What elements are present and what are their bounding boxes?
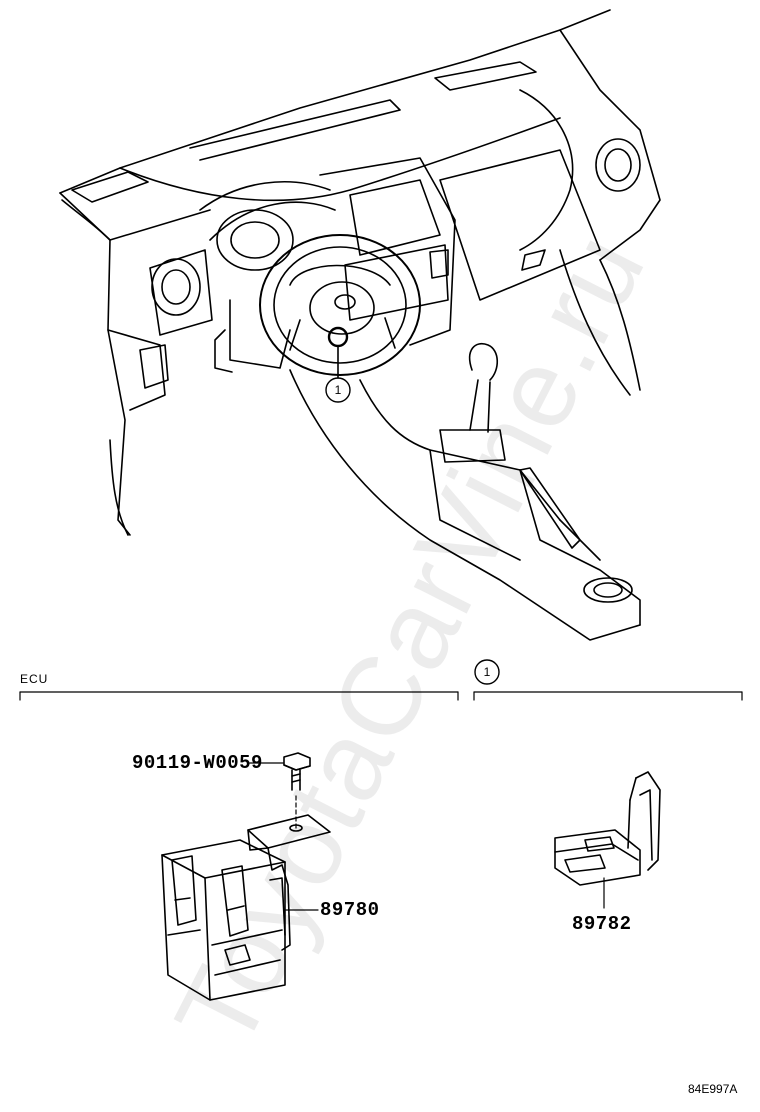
dashboard-illustration [59,9,661,641]
part-number-bolt[interactable]: 90119-W0059 [132,752,263,774]
part-number-sensor[interactable]: 89782 [572,913,632,935]
section-bracket-1 [473,659,743,701]
sensor-bracket-illustration [554,771,661,909]
part-number-ecu[interactable]: 89780 [320,899,380,921]
section-label-1: 1 [483,665,491,679]
ecu-module-illustration [161,814,331,1001]
section-bracket-ecu [19,691,459,701]
section-label-ecu: ECU [20,672,49,686]
diagram-reference-code: 84E997A [688,1082,738,1096]
callout-number-1: 1 [334,383,342,397]
